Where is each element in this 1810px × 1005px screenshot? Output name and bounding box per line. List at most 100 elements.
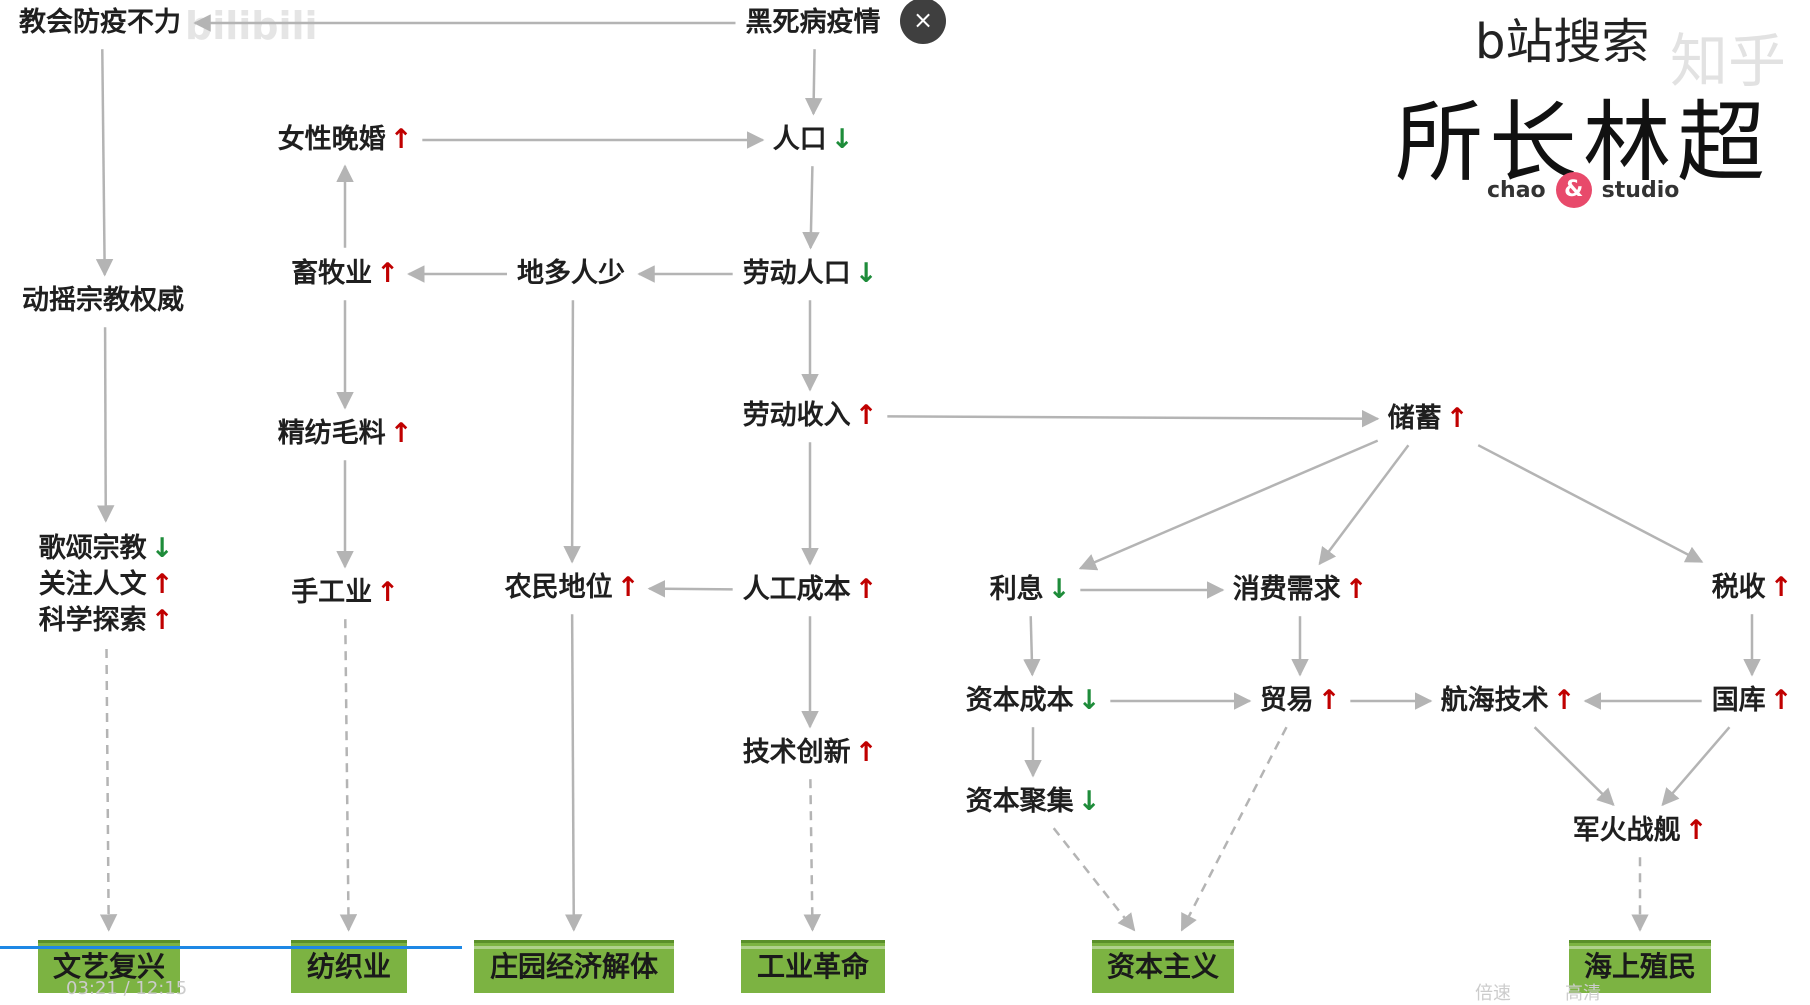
node-labor-income: 劳动收入↑: [743, 400, 878, 432]
edge-church_failure-to-religious_authority: [95, 49, 114, 277]
edge-interest-to-capital_cost: [1023, 616, 1041, 677]
row-religion-chant: 歌颂宗教↓: [39, 531, 174, 567]
node-interest: 利息↓: [990, 574, 1071, 606]
node-handicraft: 手工业↑: [291, 577, 399, 609]
row-science: 科学探索↑: [39, 603, 174, 639]
node-label: 地多人少: [517, 257, 625, 289]
brand-search-label: b站搜索: [1475, 14, 1650, 70]
trend-arrow-icon: ↑: [616, 571, 640, 603]
edge-labor_cost-to-peasant_status: [647, 580, 733, 598]
edge-tech_innovation-to-industrial_revolution: [803, 779, 822, 932]
node-late-marriage: 女性晚婚↑: [278, 124, 413, 156]
node-capital-cost: 资本成本↓: [966, 685, 1101, 717]
bilibili-watermark: bilibili: [185, 4, 318, 48]
speed-button[interactable]: 倍速: [1475, 983, 1511, 1004]
trend-arrow-icon: ↓: [830, 123, 854, 155]
edge-handicraft-to-textile: [339, 619, 358, 932]
studio-right-text: studio: [1601, 177, 1680, 203]
node-church-failure: 教会防疫不力: [19, 7, 185, 39]
brand-studio: chao & studio: [1487, 172, 1679, 208]
node-label: 畜牧业: [291, 257, 373, 289]
trend-arrow-icon: ↑: [1769, 571, 1793, 603]
progress-fill: [0, 946, 462, 949]
trend-arrow-icon: ↑: [1317, 684, 1341, 716]
trend-arrow-icon: ↑: [376, 257, 399, 289]
node-label: 黑死病疫情: [745, 6, 881, 38]
node-label: 储蓄: [1387, 402, 1442, 434]
node-black-death: 黑死病疫情: [746, 7, 885, 39]
trend-arrow-icon: ↑: [1344, 573, 1368, 605]
edge-treasury-to-warships: [1661, 726, 1731, 807]
trend-arrow-icon: ↑: [854, 573, 878, 605]
playback-time: 03:21 / 12:15: [66, 978, 188, 999]
edge-peasant_status-to-manor_collapse: [564, 614, 583, 932]
node-label: 消费需求: [1232, 573, 1341, 605]
edge-religious_authority-to-religion_chant: [96, 327, 115, 523]
trend-arrow-icon: ↑: [854, 399, 878, 431]
node-navigation: 航海技术↑: [1441, 685, 1576, 717]
node-label: 资本成本: [965, 684, 1074, 716]
trend-arrow-icon: ↓: [854, 257, 878, 289]
edge-savings-to-interest: [1078, 439, 1379, 571]
trend-arrow-icon: ↑: [1769, 684, 1793, 716]
node-religion-humanism-science: 歌颂宗教↓ 关注人文↑ 科学探索↑: [39, 531, 174, 639]
node-label: 精纺毛料: [277, 417, 386, 449]
node-population: 人口↓: [773, 124, 854, 156]
outcome-manor-collapse: 庄园经济解体: [474, 940, 674, 993]
trend-arrow-icon: ↑: [1684, 814, 1708, 846]
node-label: 劳动收入: [742, 399, 851, 431]
node-label: 劳动人口: [742, 257, 851, 289]
outcome-industrial-revolution: 工业革命: [741, 940, 885, 993]
node-label: 国库: [1711, 684, 1766, 716]
trend-arrow-icon: ↑: [389, 123, 413, 155]
node-label: 动摇宗教权威: [22, 284, 184, 316]
node-capital-accumulation: 资本聚集↓: [966, 786, 1101, 818]
edge-trade-to-capitalism: [1180, 726, 1288, 932]
node-label: 技术创新: [742, 736, 851, 768]
node-label: 农民地位: [504, 571, 613, 603]
trend-arrow-icon: ↓: [150, 533, 174, 564]
edge-much_land_few_people-to-peasant_status: [563, 300, 581, 564]
edge-savings-to-tax: [1477, 444, 1704, 563]
edge-savings-to-consumer_demand: [1318, 444, 1410, 566]
node-label: 科学探索: [38, 605, 147, 636]
node-label: 利息: [989, 573, 1044, 605]
edge-navigation-to-warships: [1533, 726, 1615, 807]
studio-amp-badge: &: [1555, 172, 1592, 208]
node-trade: 贸易↑: [1260, 685, 1341, 717]
trend-arrow-icon: ↑: [376, 576, 399, 608]
node-label: 歌颂宗教: [38, 533, 147, 564]
trend-arrow-icon: ↑: [150, 605, 174, 636]
node-label: 航海技术: [1440, 684, 1549, 716]
node-label: 人工成本: [742, 573, 851, 605]
node-label: 人口: [772, 123, 827, 155]
trend-arrow-icon: ↑: [1552, 684, 1576, 716]
node-warships: 军火战舰↑: [1573, 815, 1708, 847]
node-label: 教会防疫不力: [19, 6, 181, 38]
progress-track[interactable]: [0, 946, 1810, 949]
trend-arrow-icon: ↓: [1047, 573, 1071, 605]
quality-button[interactable]: 高清: [1565, 983, 1601, 1004]
node-label: 军火战舰: [1572, 814, 1681, 846]
node-religious-authority: 动摇宗教权威: [22, 285, 188, 317]
outcome-colonization: 海上殖民: [1569, 940, 1711, 993]
studio-left-text: chao: [1487, 177, 1546, 203]
close-icon[interactable]: ×: [900, 0, 946, 44]
node-label: 手工业: [291, 576, 373, 608]
trend-arrow-icon: ↓: [1077, 684, 1101, 716]
node-label: 税收: [1711, 571, 1766, 603]
edge-black_death-to-population: [804, 49, 823, 116]
node-label: 资本聚集: [965, 785, 1074, 817]
node-label: 贸易: [1259, 684, 1314, 716]
trend-arrow-icon: ↓: [1077, 785, 1101, 817]
node-fine-wool: 精纺毛料↑: [278, 418, 413, 450]
node-savings: 储蓄↑: [1388, 403, 1469, 435]
edge-capital_accumulation-to-capitalism: [1052, 827, 1136, 932]
node-label: 关注人文: [38, 569, 147, 600]
node-animal-husbandry: 畜牧业↑: [291, 258, 399, 290]
node-treasury: 国库↑: [1712, 685, 1793, 717]
node-labor-cost: 人工成本↑: [743, 574, 878, 606]
trend-arrow-icon: ↑: [854, 736, 878, 768]
outcome-capitalism: 资本主义: [1092, 940, 1234, 993]
